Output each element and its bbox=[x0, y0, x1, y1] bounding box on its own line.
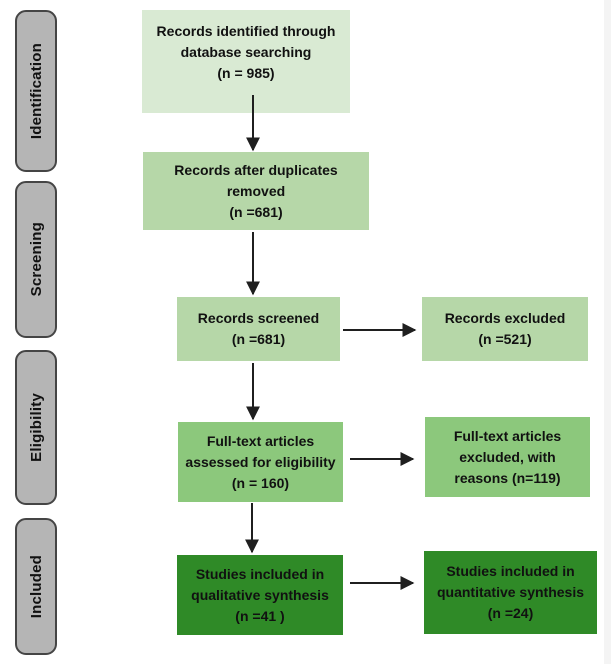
node-text-line: Records after duplicates bbox=[174, 161, 338, 178]
node-text-line: (n =681) bbox=[229, 203, 283, 220]
page-edge-strip bbox=[604, 0, 611, 664]
node-text-line: quantitative synthesis bbox=[436, 584, 585, 600]
node-text-line: qualitative synthesis bbox=[191, 586, 329, 603]
node-fulltext-assessed: Full-text articles assessed for eligibil… bbox=[178, 422, 343, 502]
node-text-line: database searching bbox=[180, 44, 312, 60]
node-text-line: Studies included in bbox=[195, 565, 325, 582]
node-text-line: (n =681) bbox=[231, 331, 286, 347]
stage-eligibility-label: Eligibility bbox=[27, 393, 45, 462]
node-text-line: excluded, with bbox=[459, 448, 556, 465]
node-duplicates-removed: Records after duplicates removed (n =681… bbox=[143, 152, 369, 230]
node-text-line: Full-text articles bbox=[206, 432, 315, 449]
node-text-line: assessed for eligibility bbox=[185, 453, 336, 470]
node-text-line: Records screened bbox=[197, 310, 320, 326]
node-text-line: (n = 985) bbox=[217, 65, 275, 81]
node-text-line: Records identified through bbox=[156, 23, 336, 39]
node-text-line: reasons (n=119) bbox=[454, 469, 561, 486]
node-text-line: (n =41 ) bbox=[235, 607, 285, 624]
node-text-line: Records excluded bbox=[444, 310, 566, 326]
node-text-line: Studies included in bbox=[446, 563, 575, 579]
stage-included-label: Included bbox=[27, 554, 45, 619]
node-quantitative-synthesis: Studies included in quantitative synthes… bbox=[424, 551, 597, 634]
node-text-line: removed bbox=[226, 182, 286, 199]
node-text-line: (n = 160) bbox=[231, 474, 290, 491]
stage-identification-label: Identification bbox=[27, 42, 45, 140]
node-text-line: (n =521) bbox=[478, 331, 532, 347]
node-fulltext-excluded: Full-text articles excluded, with reason… bbox=[425, 417, 590, 497]
stage-identification: Identification bbox=[15, 10, 57, 172]
stage-screening-label: Screening bbox=[27, 222, 45, 297]
stage-included: Included bbox=[15, 518, 57, 655]
stage-screening: Screening bbox=[15, 181, 57, 338]
node-records-identified: Records identified through database sear… bbox=[142, 10, 350, 113]
node-records-screened: Records screened (n =681) bbox=[177, 297, 340, 361]
node-qualitative-synthesis: Studies included in qualitative synthesi… bbox=[177, 555, 343, 635]
node-records-excluded: Records excluded (n =521) bbox=[422, 297, 588, 361]
node-text-line: Full-text articles bbox=[453, 427, 562, 444]
node-text-line: (n =24) bbox=[487, 605, 534, 621]
stage-eligibility: Eligibility bbox=[15, 350, 57, 505]
